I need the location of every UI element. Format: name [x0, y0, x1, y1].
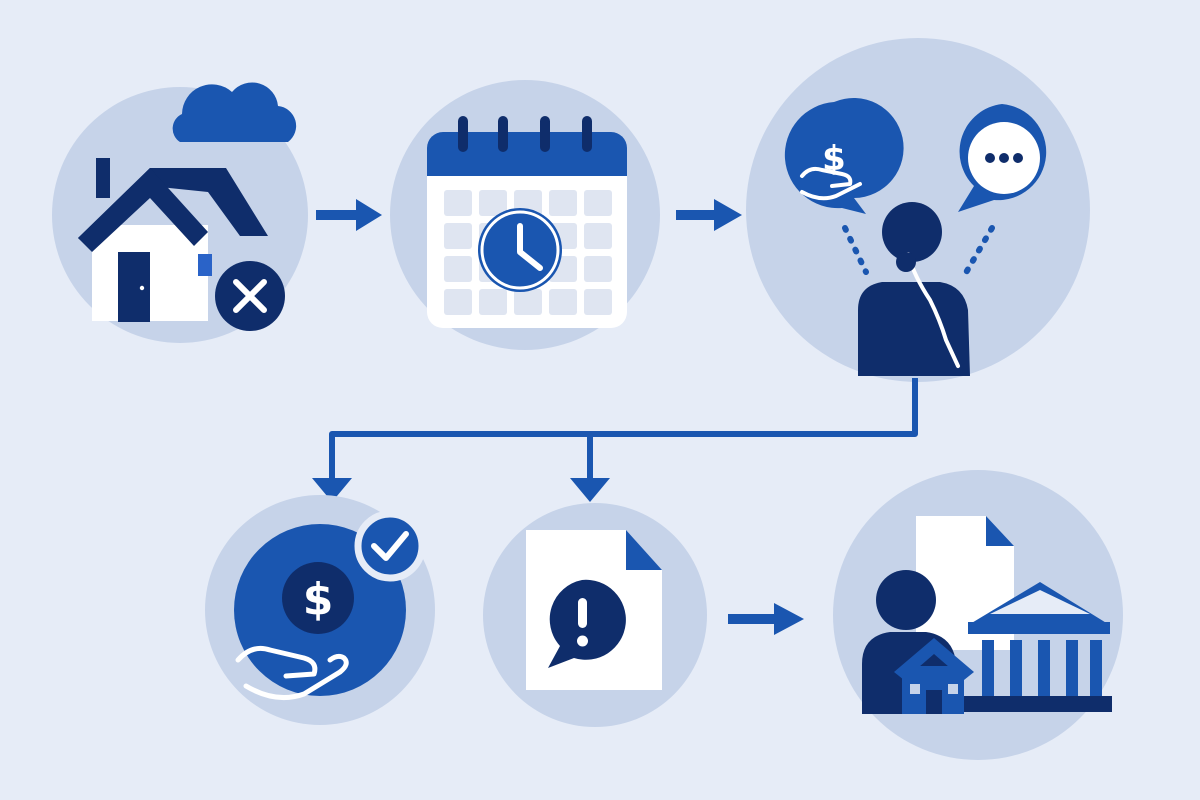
calendar-day-cell	[584, 190, 612, 216]
calendar-day-cell	[479, 190, 507, 216]
svg-text:$: $	[303, 574, 334, 625]
arrow-right-icon	[676, 199, 742, 231]
svg-text:$: $	[822, 139, 846, 179]
bank-icon	[962, 582, 1112, 712]
house-icon	[894, 638, 974, 714]
node-notice-document	[483, 503, 707, 727]
calendar-day-cell	[584, 256, 612, 282]
clock-icon	[478, 208, 562, 292]
arrow-right-icon	[316, 199, 382, 231]
check-icon	[354, 510, 426, 582]
node-consider-options: $	[746, 38, 1090, 382]
calendar-day-cell	[514, 289, 542, 315]
chat-bubble-icon	[958, 104, 1047, 212]
calendar-day-cell	[584, 223, 612, 249]
cloud-icon	[172, 82, 297, 142]
arrow-right-icon	[728, 603, 804, 635]
calendar-day-cell	[444, 190, 472, 216]
calendar-day-cell	[444, 223, 472, 249]
node-institution-help	[833, 470, 1123, 760]
exclamation-bubble-icon	[548, 579, 626, 668]
calendar-day-cell	[444, 289, 472, 315]
node-house-cancelled	[52, 82, 308, 343]
house-icon	[78, 158, 268, 322]
dollar-hand-icon: $	[784, 98, 904, 214]
branch-arrow-icon	[312, 378, 918, 502]
thinking-person-icon	[842, 202, 995, 376]
calendar-day-cell	[479, 289, 507, 315]
close-icon	[215, 261, 285, 331]
calendar-day-cell	[584, 289, 612, 315]
node-payment-approved: $	[205, 495, 435, 725]
calendar-day-cell	[549, 289, 577, 315]
calendar-day-cell	[444, 256, 472, 282]
node-schedule	[390, 80, 660, 350]
calendar-day-cell	[549, 190, 577, 216]
